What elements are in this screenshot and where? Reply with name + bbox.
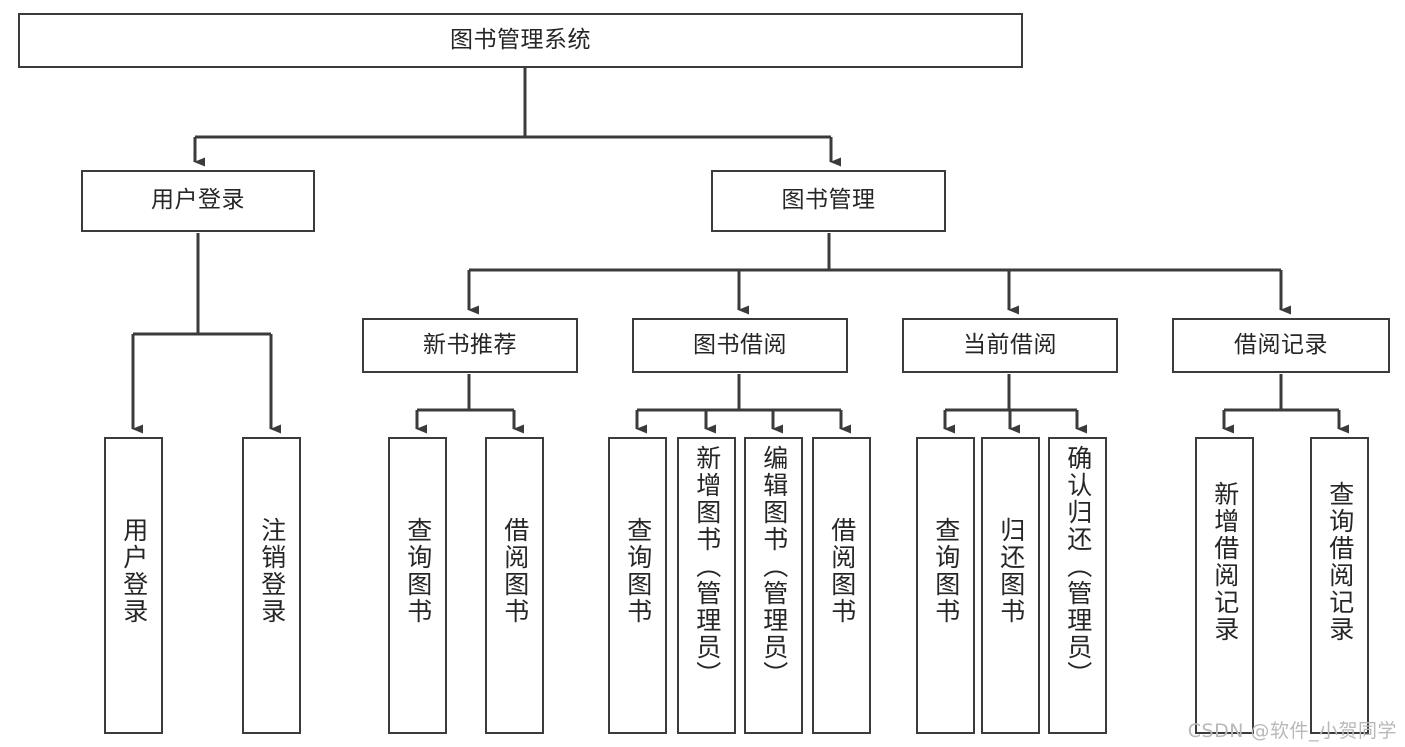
node-current-borrow[interactable]: 当前借阅 (902, 318, 1118, 373)
node-new-book-recommend-label: 新书推荐 (423, 331, 517, 358)
leaf-edit-book[interactable]: 编辑图书（管理员） (744, 437, 803, 734)
node-book-management[interactable]: 图书管理 (711, 170, 946, 232)
node-new-book-recommend[interactable]: 新书推荐 (362, 318, 578, 373)
leaf-return-book-label: 归还图书 (996, 517, 1026, 625)
leaf-query-book-b[interactable]: 查询图书 (608, 437, 667, 734)
leaf-add-book[interactable]: 新增图书（管理员） (677, 437, 736, 734)
node-root-system-label: 图书管理系统 (450, 26, 591, 53)
leaf-user-login[interactable]: 用户登录 (104, 437, 163, 734)
node-user-login-label: 用户登录 (151, 187, 245, 214)
leaf-query-borrow-record[interactable]: 查询借阅记录 (1310, 437, 1369, 734)
leaf-borrow-book-b-label: 借阅图书 (827, 517, 857, 625)
node-root-system[interactable]: 图书管理系统 (18, 13, 1023, 68)
leaf-user-login-label: 用户登录 (119, 517, 149, 625)
node-borrow-record[interactable]: 借阅记录 (1172, 318, 1390, 373)
node-book-borrow[interactable]: 图书借阅 (632, 318, 848, 373)
node-book-borrow-label: 图书借阅 (693, 331, 787, 358)
node-current-borrow-label: 当前借阅 (963, 331, 1057, 358)
csdn-watermark: CSDN @软件_小贺同学 (1187, 720, 1397, 742)
leaf-borrow-book-a-label: 借阅图书 (500, 517, 530, 625)
node-borrow-record-label: 借阅记录 (1234, 331, 1328, 358)
leaf-borrow-book-b[interactable]: 借阅图书 (812, 437, 871, 734)
node-user-login[interactable]: 用户登录 (81, 170, 315, 232)
leaf-query-book-a-label: 查询图书 (403, 517, 433, 625)
leaf-query-book-c-label: 查询图书 (931, 517, 961, 625)
leaf-query-book-b-label: 查询图书 (623, 517, 653, 625)
leaf-return-book[interactable]: 归还图书 (981, 437, 1040, 734)
leaf-confirm-return[interactable]: 确认归还（管理员） (1048, 437, 1107, 734)
leaf-logout[interactable]: 注销登录 (242, 437, 301, 734)
leaf-borrow-book-a[interactable]: 借阅图书 (485, 437, 544, 734)
leaf-query-book-a[interactable]: 查询图书 (388, 437, 447, 734)
leaf-query-borrow-record-label: 查询借阅记录 (1325, 481, 1355, 643)
leaf-confirm-return-label: 确认归还（管理员） (1063, 445, 1093, 688)
leaf-add-borrow-record[interactable]: 新增借阅记录 (1195, 437, 1254, 734)
leaf-logout-label: 注销登录 (257, 517, 287, 625)
leaf-add-borrow-record-label: 新增借阅记录 (1210, 481, 1240, 643)
node-book-management-label: 图书管理 (781, 187, 876, 214)
leaf-query-book-c[interactable]: 查询图书 (916, 437, 975, 734)
leaf-add-book-label: 新增图书（管理员） (692, 445, 722, 688)
leaf-edit-book-label: 编辑图书（管理员） (759, 445, 789, 688)
